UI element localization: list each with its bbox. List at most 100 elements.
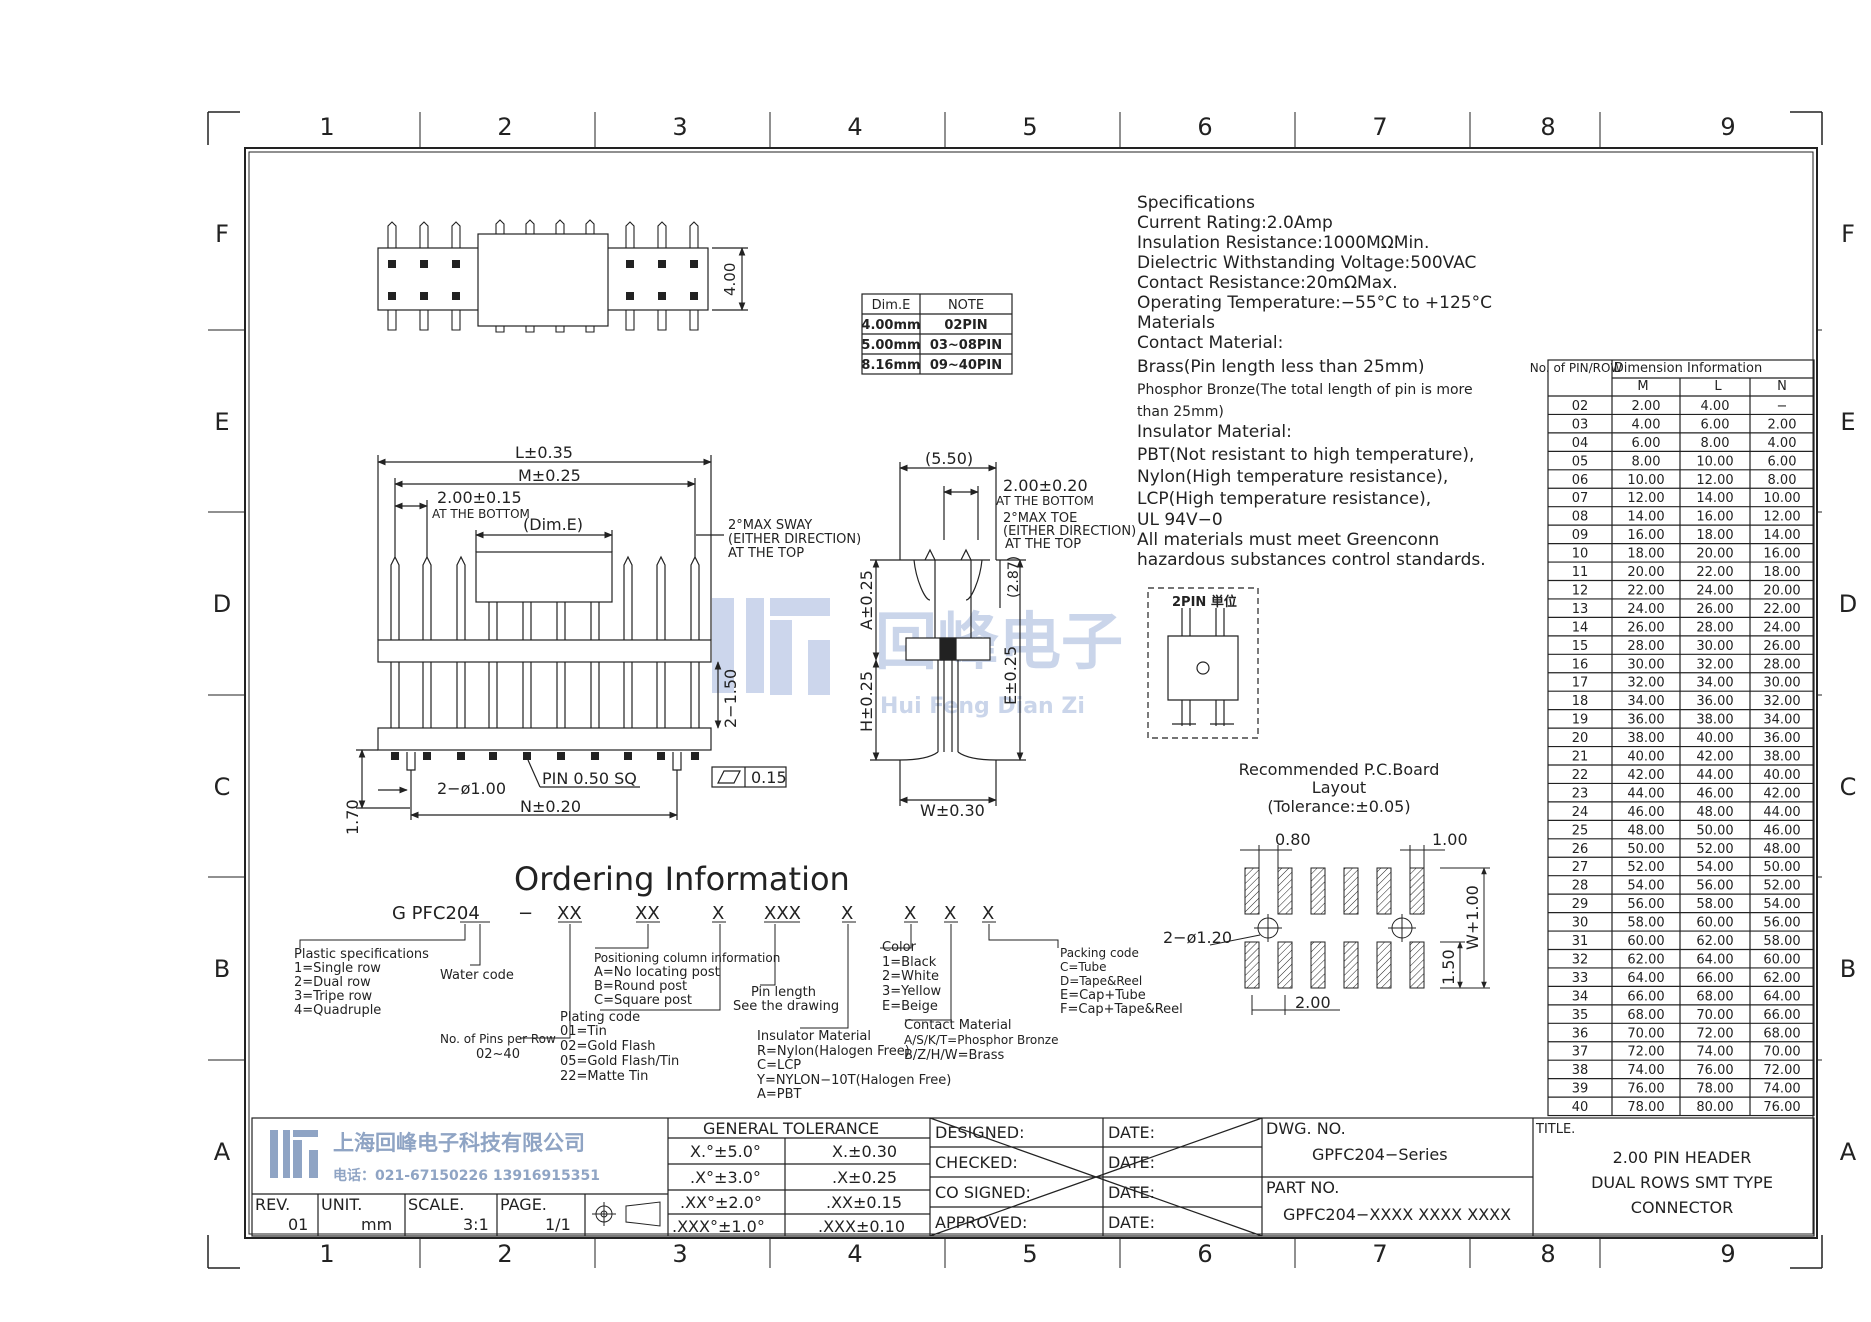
dim-table-cell: 20.00	[1627, 565, 1664, 580]
dim-table-cell: 36.00	[1696, 694, 1733, 709]
title-line: 2.00 PIN HEADER	[1613, 1148, 1752, 1167]
dim-table-cell: 72.00	[1627, 1045, 1664, 1060]
title-block: 上海回峰电子科技有限公司 电话：021-67150226 13916915351…	[251, 1117, 1815, 1237]
dim-table-cell: 56.00	[1763, 916, 1800, 931]
pcb-dim-w: W+1.00	[1463, 885, 1482, 950]
rev-value: 01	[288, 1215, 308, 1234]
dim-table-cell: 62.00	[1763, 971, 1800, 986]
dim-table-cell: 78.00	[1627, 1100, 1664, 1115]
dim-sway-1: 2°MAX SWAY	[728, 518, 812, 533]
plastic-spec: 2=Dual row	[294, 975, 371, 990]
dim-table-cell: 78.00	[1696, 1082, 1733, 1097]
dim-table-cell: 4.00	[1632, 417, 1661, 432]
dim-e-label: (Dim.E)	[523, 515, 583, 534]
tolerance-cell: .XX±0.15	[826, 1193, 902, 1212]
zone-row-left: C	[214, 773, 231, 801]
dim-table-cell: 72.00	[1763, 1063, 1800, 1078]
dim-table-cell: 26.00	[1696, 602, 1733, 617]
dim-table-cell: 6.00	[1632, 436, 1661, 451]
code-part: XX	[557, 903, 582, 924]
dim-table-cell: 20.00	[1696, 547, 1733, 562]
dim-table-pin-count: 03	[1572, 417, 1589, 432]
zone-row-right: D	[1839, 590, 1857, 618]
zone-row-left: B	[214, 955, 230, 983]
dim-table-pin-count: 39	[1572, 1082, 1589, 1097]
spec-line: Materials	[1137, 313, 1215, 333]
plastic-spec: 3=Tripe row	[294, 989, 373, 1004]
plastic-spec: Plastic specifications	[294, 947, 429, 962]
dim-table-cell: 2.00	[1768, 417, 1797, 432]
zone-col-top: 4	[847, 113, 862, 141]
two-pin-inset	[1147, 587, 1259, 739]
spec-line: Insulator Material:	[1137, 422, 1292, 442]
dim-table-cell: 48.00	[1627, 823, 1664, 838]
scale-label: SCALE.	[408, 1195, 464, 1214]
spec-line: Insulation Resistance:1000MΩMin.	[1137, 233, 1429, 253]
pcb-dim-dia: 2−ø1.20	[1163, 928, 1232, 947]
dim-170: 1.70	[343, 799, 362, 835]
zone-row-left: F	[215, 220, 229, 248]
zone-col-bottom: 4	[847, 1240, 862, 1268]
dim-table-cell: 52.00	[1763, 879, 1800, 894]
zone-labels: 1 2 3 4 5 6 7 8 9 1 2 3 4 5 6 7 8 9 F E …	[213, 113, 1857, 1268]
dim-table-cell: 4.00	[1701, 399, 1730, 414]
dim-pin-sq: PIN 0.50 SQ	[542, 769, 637, 788]
dim-table-cell: 28.00	[1627, 639, 1664, 654]
dim-table-pin-count: 21	[1572, 750, 1589, 765]
dim-e-cell: 8.16mm	[861, 358, 920, 373]
dim-table-cell: 56.00	[1696, 879, 1733, 894]
spec-line: Current Rating:2.0Amp	[1137, 213, 1333, 233]
dim-w: W±0.30	[920, 801, 985, 820]
dim-m: M±0.25	[518, 466, 581, 485]
dim-table-pin-count: 06	[1572, 473, 1589, 488]
dwg-label: DWG. NO.	[1266, 1119, 1346, 1138]
zone-col-bottom: 3	[672, 1240, 687, 1268]
dim-table-cell: 48.00	[1763, 842, 1800, 857]
plating: 05=Gold Flash/Tin	[560, 1054, 679, 1069]
dim-table-pin-count: 31	[1572, 934, 1589, 949]
dim-table-cell: 28.00	[1696, 620, 1733, 635]
dim-table-cell: 12.00	[1763, 510, 1800, 525]
watermark-logo-icon	[712, 598, 830, 695]
code-part: G PFC204	[392, 903, 480, 924]
dim-toe-2: (EITHER DIRECTION)	[1003, 524, 1136, 539]
dim-table-cell: 18.00	[1763, 565, 1800, 580]
dim-table-cell: 74.00	[1696, 1045, 1733, 1060]
dim-table-cell: 18.00	[1696, 528, 1733, 543]
positioning: B=Round post	[594, 979, 687, 994]
tolerance-cell: X.°±5.0°	[690, 1142, 761, 1161]
code-part: X	[904, 903, 916, 924]
dim-table-cell: 8.00	[1768, 473, 1797, 488]
spec-line: Brass(Pin length less than 25mm)	[1137, 357, 1425, 377]
zone-row-right: C	[1840, 773, 1857, 801]
dim-table-cell: 26.00	[1627, 620, 1664, 635]
zone-col-top: 9	[1720, 113, 1735, 141]
insulator: R=Nylon(Halogen Free)	[757, 1044, 910, 1059]
dim-table-pin-count: 04	[1572, 436, 1589, 451]
dim-table-cell: 8.00	[1632, 454, 1661, 469]
dim-table-cell: 76.00	[1763, 1100, 1800, 1115]
dim-table-cell: 28.00	[1763, 657, 1800, 672]
dim-table-cell: 6.00	[1701, 417, 1730, 432]
dim-table-cell: 14.00	[1763, 528, 1800, 543]
pcb-layout: Recommended P.C.Board Layout (Tolerance:…	[1163, 760, 1490, 1015]
zone-row-right: F	[1841, 220, 1855, 248]
tolerance-cell: .XXX°±1.0°	[672, 1217, 765, 1236]
dim-e-header: Dim.E	[872, 298, 911, 313]
title-line: CONNECTOR	[1631, 1198, 1733, 1217]
pcb-dim-200: 2.00	[1295, 993, 1331, 1012]
dimension-table: No. of PIN/ROW Dimension Information M L…	[1530, 359, 1815, 1117]
spec-line: Dielectric Withstanding Voltage:500VAC	[1137, 253, 1476, 273]
dim-table-cell: 20.00	[1763, 583, 1800, 598]
role-checked: CHECKED:	[935, 1153, 1018, 1172]
dim-table-cell: 24.00	[1696, 583, 1733, 598]
dim-table-cell: 44.00	[1763, 805, 1800, 820]
dim-a: A±0.25	[857, 570, 876, 630]
dim-table-cell: 64.00	[1763, 989, 1800, 1004]
dim-table-pin-count: 11	[1572, 565, 1589, 580]
positioning: Positioning column information	[594, 951, 780, 965]
side-view-dims: (5.50) 2.00±0.20 AT THE BOTTOM 2°MAX TOE…	[857, 449, 1136, 820]
zone-col-bottom: 9	[1720, 1240, 1735, 1268]
color: 2=White	[882, 969, 939, 984]
insulator: Insulator Material	[757, 1029, 871, 1044]
